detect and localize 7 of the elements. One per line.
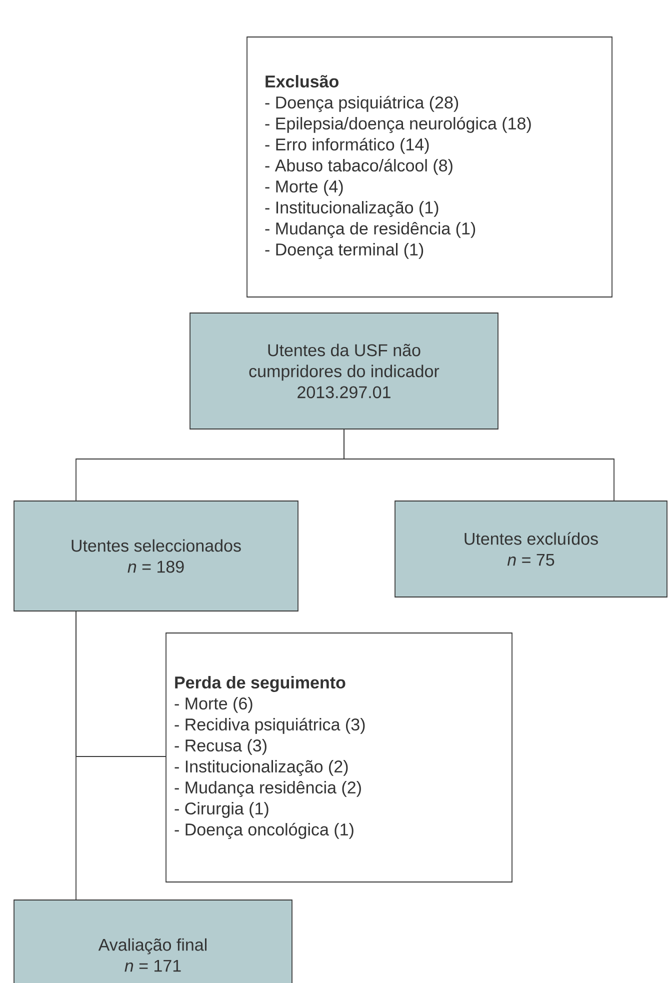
note-box: Perda de seguimento - Morte (6) - Recidiva psiquiátrica (3) - Recusa (3) - Institucionalização (2) - Mudança residência (2) - Cirurgia (1) - Doença oncológica (1) — [166, 632, 512, 882]
note-box: Exclusão - Doença psiquiátrica (28) - Epilepsia/doença neurológica (18) - Erro informático (14) - Abuso tabaco/álcool (8) - Morte (4) - Institucionalização (1) - Mudança de residência (1) - Doença terminal (1) — [246, 36, 612, 298]
process-box: Avaliação final n = 171 — [14, 900, 292, 983]
connector-line — [344, 428, 614, 502]
process-box: Utentes excluídos n = 75 — [394, 500, 668, 598]
process-box: Utentes da USF não cumpridores do indicador 2013.297.01 — [190, 312, 498, 430]
process-box: Utentes seleccionados n = 189 — [14, 500, 298, 612]
